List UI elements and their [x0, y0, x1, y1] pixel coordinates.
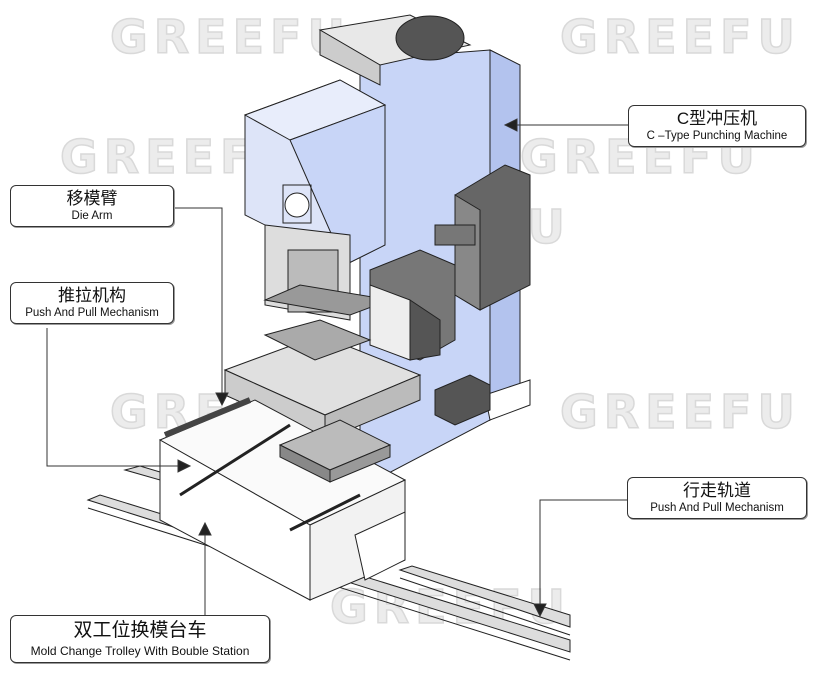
watermark: GREEFU — [559, 9, 801, 65]
ram — [263, 224, 392, 321]
label-rail: 行走轨道 Push And Pull Mechanism — [627, 477, 807, 519]
label-cn: 推拉机构 — [58, 286, 126, 305]
electrical-cabinet — [434, 164, 531, 311]
mold-change-trolley — [158, 397, 407, 601]
label-cn: 行走轨道 — [683, 481, 751, 500]
watermark: GREEFU — [559, 384, 801, 440]
label-cn: 双工位换模台车 — [73, 620, 207, 641]
valve-block — [434, 374, 491, 426]
label-en: Die Arm — [71, 210, 113, 222]
label-cn: 移模臂 — [66, 189, 118, 208]
label-push-pull: 推拉机构 Push And Pull Mechanism — [10, 282, 174, 324]
bolster — [223, 319, 422, 441]
press-head — [243, 79, 387, 266]
label-en: Mold Change Trolley With Bouble Station — [30, 644, 250, 658]
label-en: C –Type Punching Machine — [646, 130, 788, 142]
label-cn: C型冲压机 — [676, 109, 758, 128]
label-punching-machine: C型冲压机 C –Type Punching Machine — [628, 105, 806, 147]
label-en: Push And Pull Mechanism — [25, 307, 159, 319]
label-en: Push And Pull Mechanism — [650, 502, 784, 514]
label-trolley: 双工位换模台车 Mold Change Trolley With Bouble … — [10, 615, 270, 663]
watermark: GREEFU — [109, 9, 351, 65]
label-die-arm: 移模臂 Die Arm — [10, 185, 174, 227]
control-panel — [369, 249, 456, 361]
motor — [318, 14, 472, 86]
leader-lines — [46, 118, 628, 618]
